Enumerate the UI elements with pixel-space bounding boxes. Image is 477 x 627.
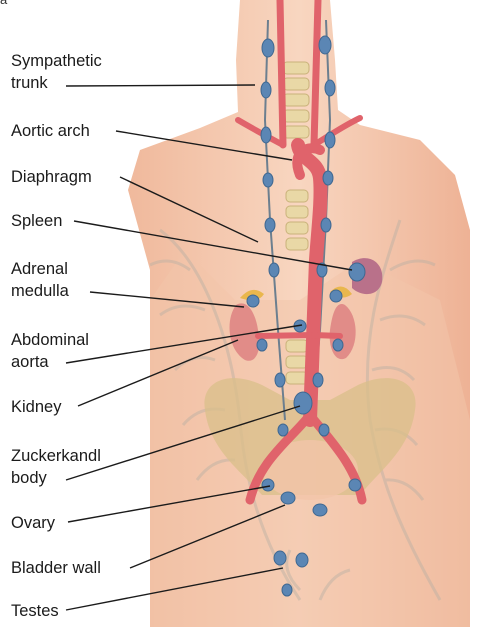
- label-line: Diaphragm: [11, 166, 92, 188]
- label-testes: Testes: [11, 600, 59, 622]
- label-line: Ovary: [11, 512, 55, 534]
- label-adrenal-medulla: Adrenal medulla: [11, 258, 69, 302]
- label-diaphragm: Diaphragm: [11, 166, 92, 188]
- label-kidney: Kidney: [11, 396, 61, 418]
- label-line: body: [11, 467, 101, 489]
- label-line: Spleen: [11, 210, 62, 232]
- label-line: Aortic arch: [11, 120, 90, 142]
- label-line: Zuckerkandl: [11, 445, 101, 467]
- label-line: aorta: [11, 351, 89, 373]
- label-line: Testes: [11, 600, 59, 622]
- label-spleen: Spleen: [11, 210, 62, 232]
- label-sympathetic-trunk: Sympathetic trunk: [11, 50, 102, 94]
- label-bladder-wall: Bladder wall: [11, 557, 101, 579]
- label-line: trunk: [11, 72, 102, 94]
- label-line: Abdominal: [11, 329, 89, 351]
- label-zuckerkandl-body: Zuckerkandl body: [11, 445, 101, 489]
- label-ovary: Ovary: [11, 512, 55, 534]
- label-aortic-arch: Aortic arch: [11, 120, 90, 142]
- label-line: medulla: [11, 280, 69, 302]
- label-line: Bladder wall: [11, 557, 101, 579]
- label-abdominal-aorta: Abdominal aorta: [11, 329, 89, 373]
- label-line: Adrenal: [11, 258, 69, 280]
- label-line: Sympathetic: [11, 50, 102, 72]
- label-line: Kidney: [11, 396, 61, 418]
